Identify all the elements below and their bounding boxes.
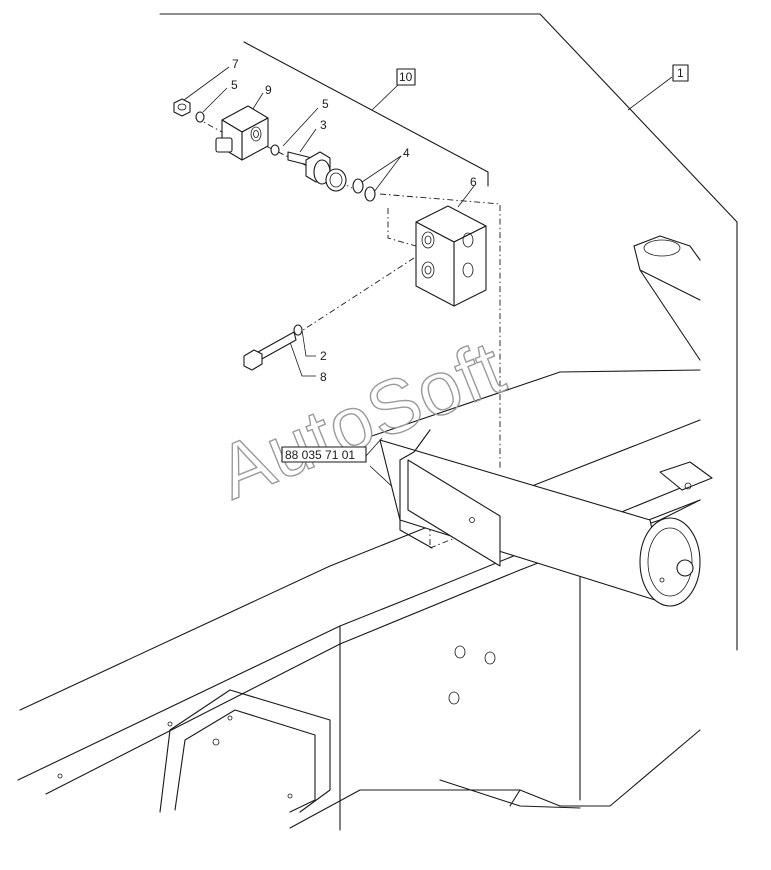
reference-code: 88 035 71 01 bbox=[281, 446, 367, 463]
callout-6: 6 bbox=[470, 175, 477, 189]
callout-labels: 7 5 9 5 3 4 6 2 8 bbox=[231, 57, 477, 384]
svg-text:88 035 71 01: 88 035 71 01 bbox=[285, 448, 355, 462]
part-8-bolt bbox=[243, 331, 297, 371]
part-9-solenoid-coil bbox=[215, 105, 269, 161]
callout-4: 4 bbox=[403, 146, 410, 160]
leader-lines bbox=[183, 66, 673, 493]
svg-text:1: 1 bbox=[677, 66, 684, 80]
part-2-washer bbox=[293, 324, 303, 336]
mounting-bracket bbox=[399, 429, 501, 567]
callout-9: 9 bbox=[265, 83, 272, 97]
part-4-o-rings bbox=[352, 178, 376, 202]
mounting-holes bbox=[57, 645, 496, 799]
part-7-nut bbox=[173, 98, 191, 117]
boxed-callout-10: 10 bbox=[396, 68, 416, 86]
boxed-callout-1: 1 bbox=[672, 64, 689, 82]
callout-5: 5 bbox=[231, 78, 238, 92]
group-outline-1 bbox=[159, 13, 738, 651]
part-6-valve-block bbox=[415, 205, 487, 307]
cylinder bbox=[371, 369, 713, 607]
group-outline-10 bbox=[243, 41, 489, 187]
callout-5: 5 bbox=[322, 97, 329, 111]
callout-8: 8 bbox=[320, 370, 327, 384]
part-5-o-ring-left bbox=[195, 111, 205, 123]
callout-3: 3 bbox=[320, 118, 327, 132]
part-3-cartridge-valve bbox=[287, 151, 347, 192]
svg-text:10: 10 bbox=[399, 70, 413, 84]
callout-7: 7 bbox=[232, 57, 239, 71]
part-5-o-ring-right bbox=[270, 144, 280, 156]
callout-2: 2 bbox=[320, 349, 327, 363]
